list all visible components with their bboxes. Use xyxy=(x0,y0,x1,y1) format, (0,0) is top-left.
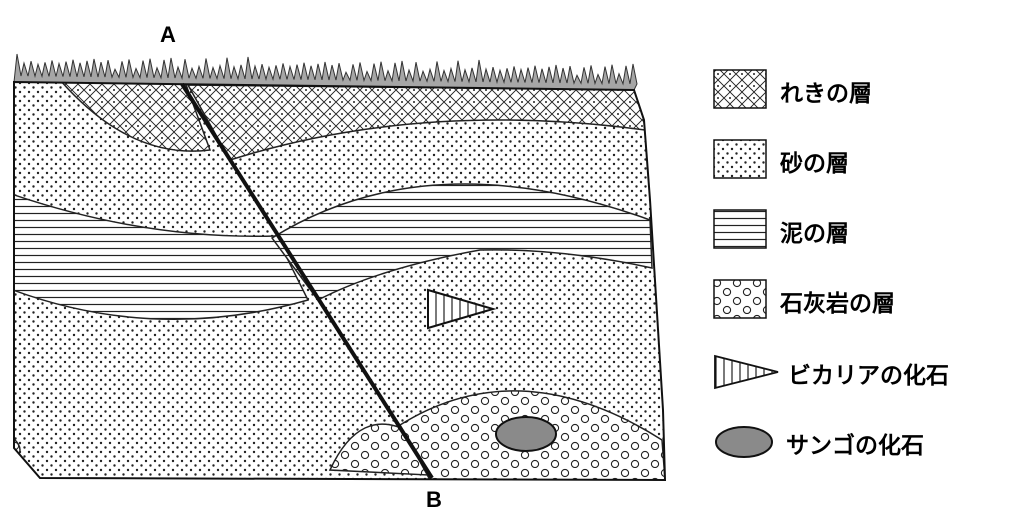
outcrop-border xyxy=(13,80,667,482)
legend-label-mud: 泥の層 xyxy=(780,221,849,247)
gravel-layer-left xyxy=(58,82,212,152)
mud-swatch xyxy=(713,209,767,249)
mud-layer-right xyxy=(270,183,653,301)
grass-ground xyxy=(13,53,638,91)
legend-item-vicarya: ビカリアの化石 xyxy=(712,350,1007,394)
vicarya-fossil xyxy=(427,288,497,330)
point-a-label: A xyxy=(160,22,176,47)
gravel-layer-right xyxy=(186,84,646,161)
legend-item-limestone: 石灰岩の層 xyxy=(712,278,1007,322)
legend-label-vicarya: ビカリアの化石 xyxy=(788,363,949,389)
fault-line xyxy=(180,82,434,480)
limestone-swatch xyxy=(713,279,767,319)
legend-item-coral: サンゴの化石 xyxy=(712,420,1007,464)
legend-item-mud: 泥の層 xyxy=(712,208,1007,252)
legend: れきの層 砂の層 泥の層 石灰岩の層 ビカリアの化石 サンゴの化石 xyxy=(712,68,1007,508)
gravel-swatch xyxy=(713,69,767,109)
legend-label-sand: 砂の層 xyxy=(780,151,849,177)
legend-label-gravel: れきの層 xyxy=(780,81,872,107)
mud-layer-left xyxy=(14,188,310,321)
legend-item-sand: 砂の層 xyxy=(712,138,1007,182)
coral-fossil xyxy=(495,416,557,452)
legend-label-coral: サンゴの化石 xyxy=(786,433,924,459)
point-b-label: B xyxy=(426,487,442,512)
legend-label-limestone: 石灰岩の層 xyxy=(780,291,895,317)
sand-swatch xyxy=(713,139,767,179)
coral-swatch xyxy=(715,426,773,458)
vicarya-swatch xyxy=(714,354,779,390)
legend-item-gravel: れきの層 xyxy=(712,68,1007,112)
